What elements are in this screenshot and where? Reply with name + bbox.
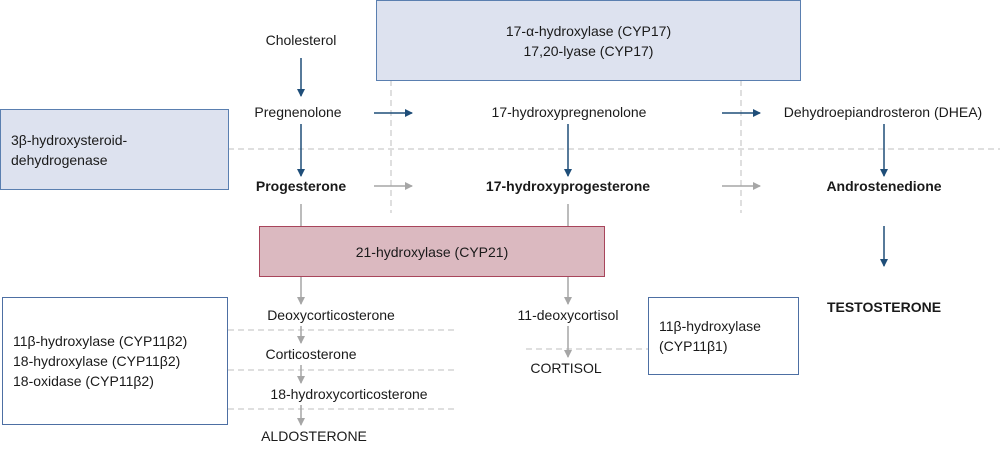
hsd3b-label-line1: 3β-hydroxysteroid- <box>11 131 128 148</box>
cortisol-label: CORTISOL <box>530 360 602 376</box>
deoxycorticosterone-label: Deoxycorticosterone <box>267 307 395 323</box>
androstenedione-label: Androstenedione <box>826 178 942 194</box>
hydroxyprogesterone-label: 17-hydroxyprogesterone <box>485 178 651 194</box>
corticosterone-label: Corticosterone <box>265 346 357 362</box>
hsd3b-enzyme-box: 3β-hydroxysteroid- dehydrogenase <box>0 109 229 190</box>
cyp11b1-label-line1: 11β-hydroxylase <box>659 318 761 334</box>
deoxycortisol-label: 11-deoxycortisol <box>517 307 619 323</box>
cyp11b2-hydroxylase-label: 11β-hydroxylase (CYP11β2) <box>13 333 188 349</box>
cyp11b1-enzyme-box: 11β-hydroxylase (CYP11β1) <box>648 297 799 375</box>
cyp11b2-enzyme-box: 11β-hydroxylase (CYP11β2) 18-hydroxylase… <box>2 297 228 425</box>
pregnenolone-label: Pregnenolone <box>254 104 342 120</box>
dashed-guides <box>228 80 1000 410</box>
cholesterol-label: Cholesterol <box>265 32 337 48</box>
dhea-label: Dehydroepiandrosteron (DHEA) <box>783 104 983 120</box>
cyp21-enzyme-box: 21-hydroxylase (CYP21) <box>259 226 605 277</box>
cyp17-hydroxylase-label: 17-α-hydroxylase (CYP17) <box>505 22 672 39</box>
progesterone-label: Progesterone <box>255 178 347 194</box>
hydroxypregnenolone-label: 17-hydroxypregnenolone <box>491 104 647 120</box>
aldosterone-label: ALDOSTERONE <box>261 428 367 444</box>
cyp11b2-18-hydroxylase-label: 18-hydroxylase (CYP11β2) <box>13 353 181 369</box>
cyp17-lyase-label: 17,20-lyase (CYP17) <box>523 42 654 59</box>
testosterone-label: TESTOSTERONE <box>826 299 942 315</box>
cyp11b1-label-line2: (CYP11β1) <box>659 338 728 354</box>
cyp17-enzyme-box: 17-α-hydroxylase (CYP17) 17,20-lyase (CY… <box>376 0 801 81</box>
cyp11b2-oxidase-label: 18-oxidase (CYP11β2) <box>13 373 154 389</box>
hydroxycorticosterone-label: 18-hydroxycorticosterone <box>270 386 428 402</box>
cyp21-label: 21-hydroxylase (CYP21) <box>355 243 509 260</box>
hsd3b-label-line2: dehydrogenase <box>11 151 108 168</box>
